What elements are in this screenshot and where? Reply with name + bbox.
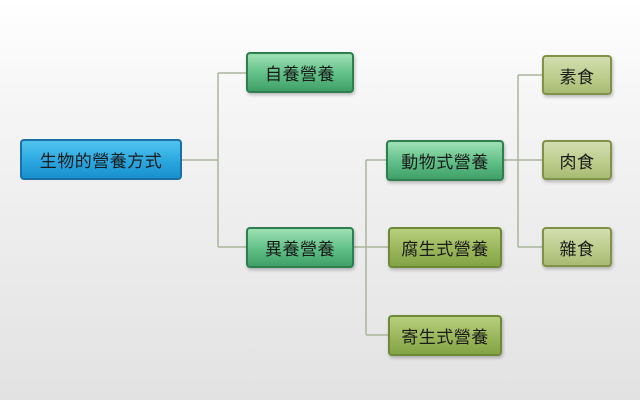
node-autotrophic: 自養營養 — [246, 52, 354, 93]
node-herbivore: 素食 — [542, 55, 612, 95]
node-root: 生物的營養方式 — [20, 139, 182, 180]
node-holozoic: 動物式營養 — [386, 140, 504, 181]
connector-root-to-level1 — [182, 72, 246, 248]
node-omnivore: 雜食 — [542, 227, 612, 267]
connector-hetero-to-level2 — [354, 159, 388, 336]
node-saprophytic: 腐生式營養 — [388, 227, 502, 268]
node-carnivore: 肉食 — [542, 140, 612, 180]
connector-holozoic-to-leaves — [504, 74, 542, 248]
node-parasitic: 寄生式營養 — [388, 315, 502, 356]
node-heterotrophic: 異養營養 — [246, 227, 354, 268]
